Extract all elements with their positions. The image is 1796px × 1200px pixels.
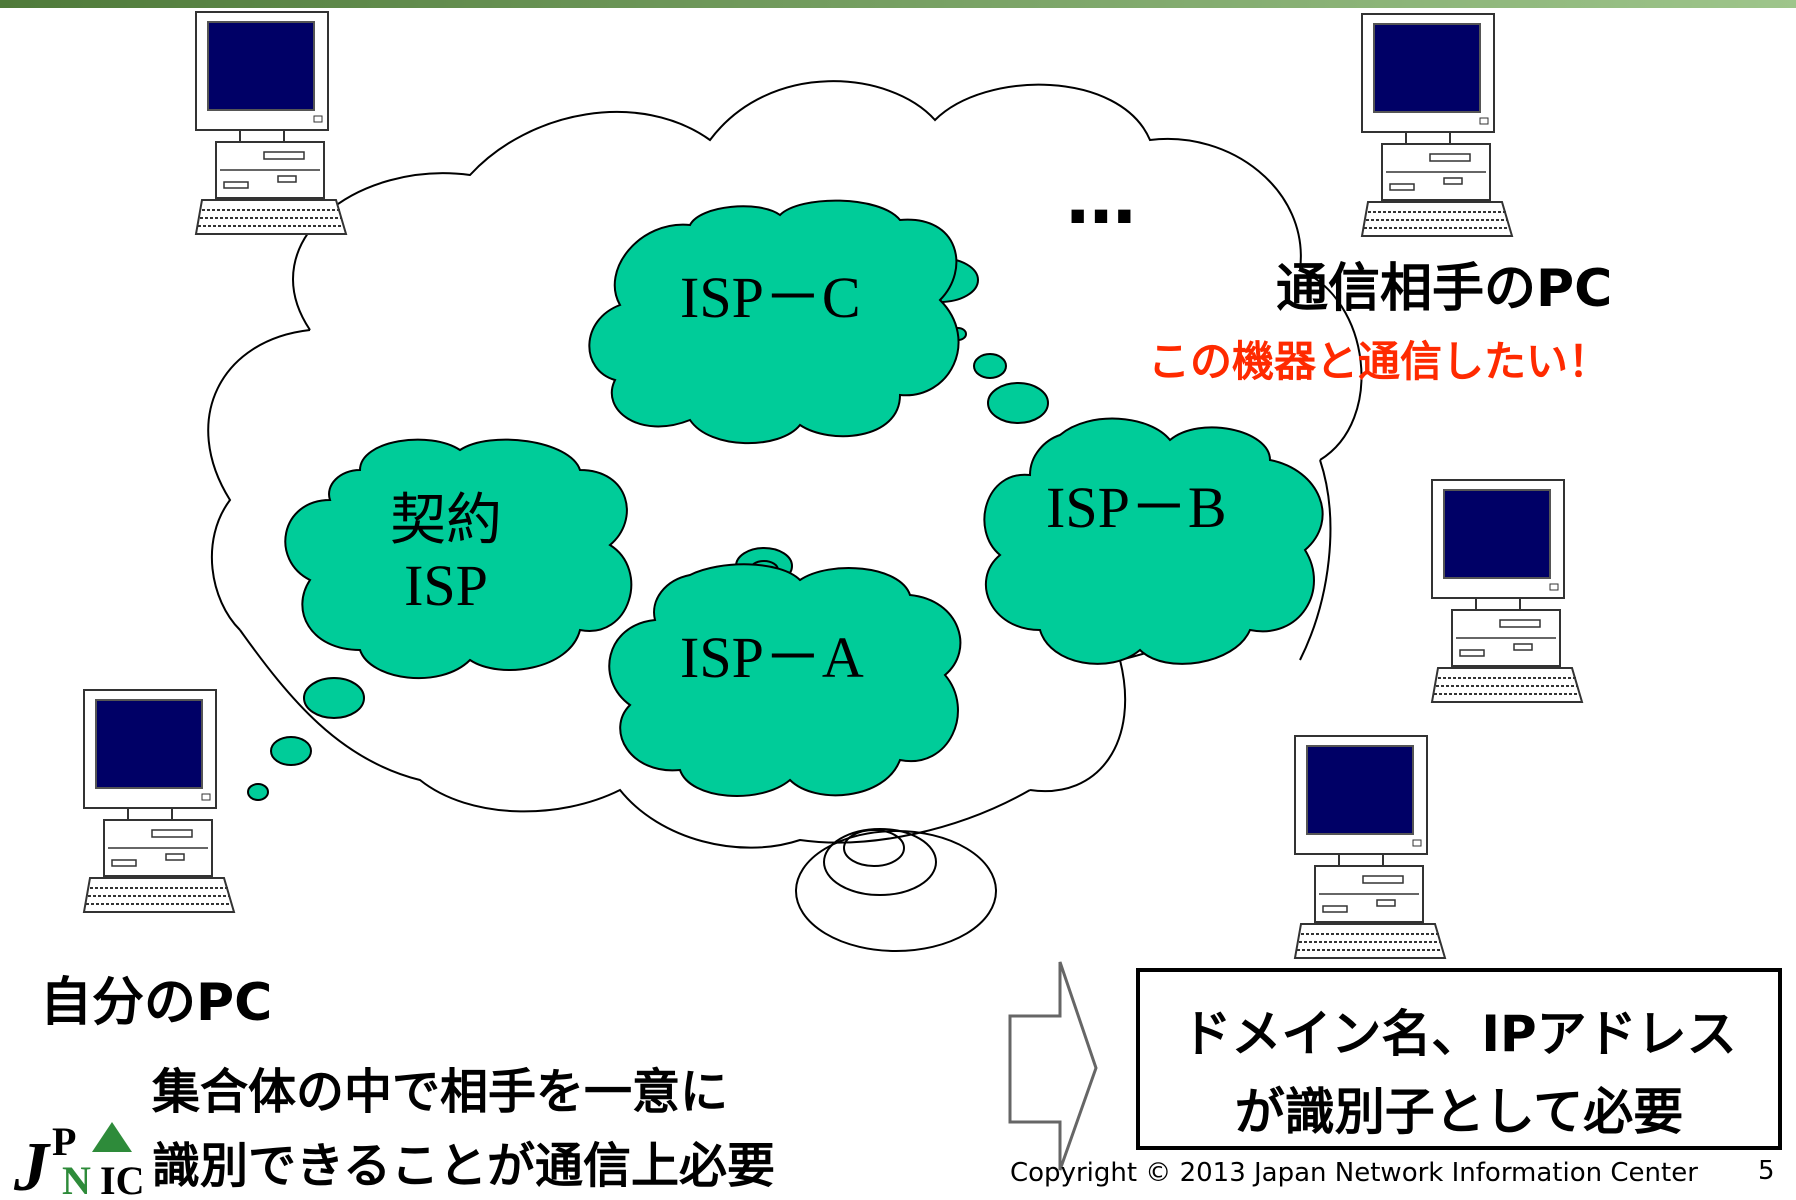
peer-pc-note: この機器と通信したい！ bbox=[1148, 337, 1611, 386]
svg-text:IC: IC bbox=[100, 1158, 144, 1200]
ellipsis: … bbox=[1066, 158, 1142, 240]
isp-c-label: ISP－C bbox=[680, 265, 861, 330]
isp-c-cloud bbox=[588, 199, 960, 445]
svg-text:J: J bbox=[13, 1129, 51, 1200]
computer-icon bbox=[195, 11, 347, 235]
contract-isp-cloud bbox=[284, 438, 633, 680]
isp-a-cloud bbox=[608, 563, 962, 797]
logo: J P N IC bbox=[13, 1119, 144, 1200]
copyright: Copyright © 2013 Japan Network Informati… bbox=[1010, 1158, 1698, 1188]
computer-icon bbox=[83, 689, 235, 913]
contract-isp-label-1: 契約 bbox=[390, 488, 502, 553]
box-line-2: が識別子として必要 bbox=[1234, 1083, 1684, 1141]
computer-icon bbox=[1431, 479, 1583, 703]
my-pc-title: 自分のPC bbox=[40, 973, 273, 1033]
arrow-icon bbox=[1008, 961, 1098, 1171]
thought-ellipses-bottom bbox=[795, 828, 997, 952]
computer-icon bbox=[1294, 735, 1446, 959]
svg-text:N: N bbox=[62, 1158, 91, 1200]
page-number: 5 bbox=[1758, 1156, 1775, 1186]
caption-line-1: 集合体の中で相手を一意に bbox=[152, 1064, 729, 1120]
isp-b-cloud bbox=[983, 417, 1324, 665]
computer-icon bbox=[1361, 13, 1513, 237]
contract-isp-label-2: ISP bbox=[404, 553, 488, 618]
identifier-box: ドメイン名、IPアドレス が識別子として必要 bbox=[1136, 968, 1782, 1150]
svg-text:P: P bbox=[52, 1119, 76, 1164]
peer-pc-title: 通信相手のPC bbox=[1276, 259, 1613, 319]
top-bar bbox=[0, 0, 1796, 8]
box-line-1: ドメイン名、IPアドレス bbox=[1181, 1005, 1737, 1063]
isp-b-label: ISP－B bbox=[1046, 475, 1227, 540]
caption-line-2: 識別できることが通信上必要 bbox=[152, 1138, 776, 1194]
isp-a-label: ISP－A bbox=[680, 625, 864, 690]
